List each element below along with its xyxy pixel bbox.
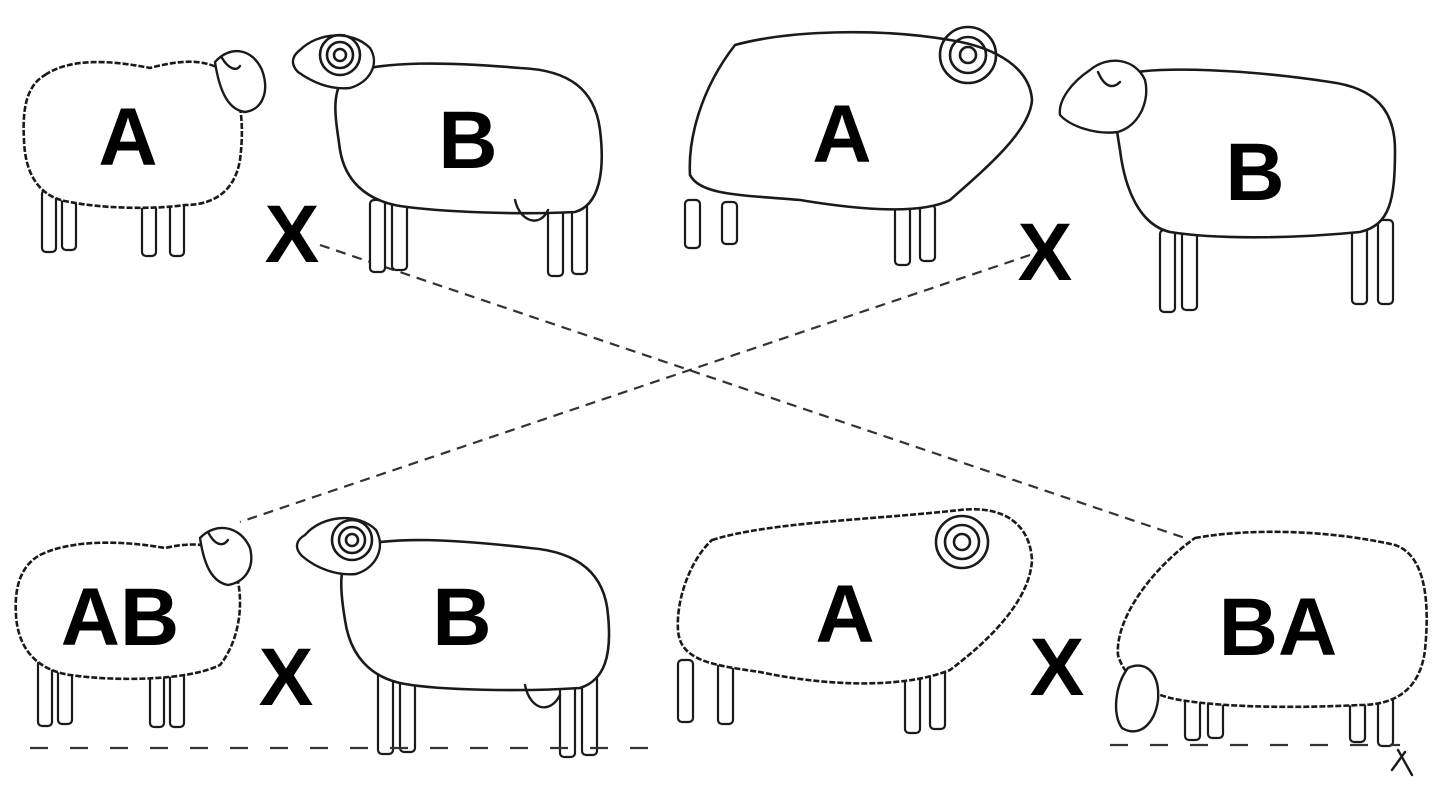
ram-b2-body xyxy=(339,538,611,692)
ram-b2-udder xyxy=(523,683,562,709)
ewe-ab-head xyxy=(198,526,253,587)
ram-b-udder xyxy=(513,198,550,222)
ewe-b-ear xyxy=(1096,70,1122,88)
ram-b-legs xyxy=(368,198,589,278)
label-top-left-b: B xyxy=(438,95,497,186)
cross-symbol-bottom-right: X xyxy=(1030,622,1085,713)
label-bottom-right-ba: BA xyxy=(1219,582,1337,673)
label-top-left-a: A xyxy=(98,92,157,183)
ram-a2-legs xyxy=(676,658,947,735)
bottom-right-ram-a xyxy=(676,507,1034,735)
ewe-b-body xyxy=(1112,68,1397,239)
top-right-ram-a xyxy=(683,25,1034,267)
ewe-ab-body xyxy=(14,541,242,681)
ram-b-body xyxy=(334,62,603,215)
top-left-ewe-a xyxy=(22,49,267,258)
label-bottom-right-a: A xyxy=(815,569,874,660)
ram-b2-legs xyxy=(376,668,599,759)
ram-a-horn-icon xyxy=(938,25,998,85)
ewe-ab-legs xyxy=(36,658,186,729)
cross-symbol-bottom-left: X xyxy=(259,632,314,723)
ram-b-horn-icon xyxy=(318,33,362,77)
cross-line-top-right-to-bottom-left xyxy=(239,253,1031,524)
bottom-right-ewe-ba xyxy=(1114,530,1428,777)
ram-a2-horn-icon xyxy=(934,514,990,570)
ewe-a-legs xyxy=(40,188,186,258)
bottom-left-ram-b xyxy=(295,517,611,759)
ewe-ba-tuft xyxy=(1390,748,1414,777)
ewe-a-ear xyxy=(220,56,242,70)
ewe-ba-head xyxy=(1114,664,1160,733)
bottom-left-ewe-ab xyxy=(14,526,253,729)
ram-a-legs xyxy=(683,198,937,267)
top-left-ram-b xyxy=(291,33,603,278)
cross-symbol-top-right: X xyxy=(1018,207,1073,298)
ram-b2-head xyxy=(295,517,382,576)
ewe-b-head xyxy=(1058,59,1148,134)
label-top-right-a: A xyxy=(812,89,871,180)
ewe-a-body xyxy=(22,60,244,210)
cross-symbol-top-left: X xyxy=(265,189,320,280)
label-bottom-left-ab: AB xyxy=(61,572,179,663)
label-top-right-b: B xyxy=(1225,127,1284,218)
ewe-ab-ear xyxy=(206,530,230,546)
label-bottom-left-b: B xyxy=(432,572,491,663)
ram-a-body xyxy=(688,30,1034,211)
ram-b2-horn-icon xyxy=(330,518,374,562)
ewe-ba-body xyxy=(1116,530,1428,709)
ewe-b-legs xyxy=(1158,218,1395,314)
top-right-ewe-b xyxy=(1058,59,1397,314)
ram-a2-body xyxy=(676,507,1034,685)
